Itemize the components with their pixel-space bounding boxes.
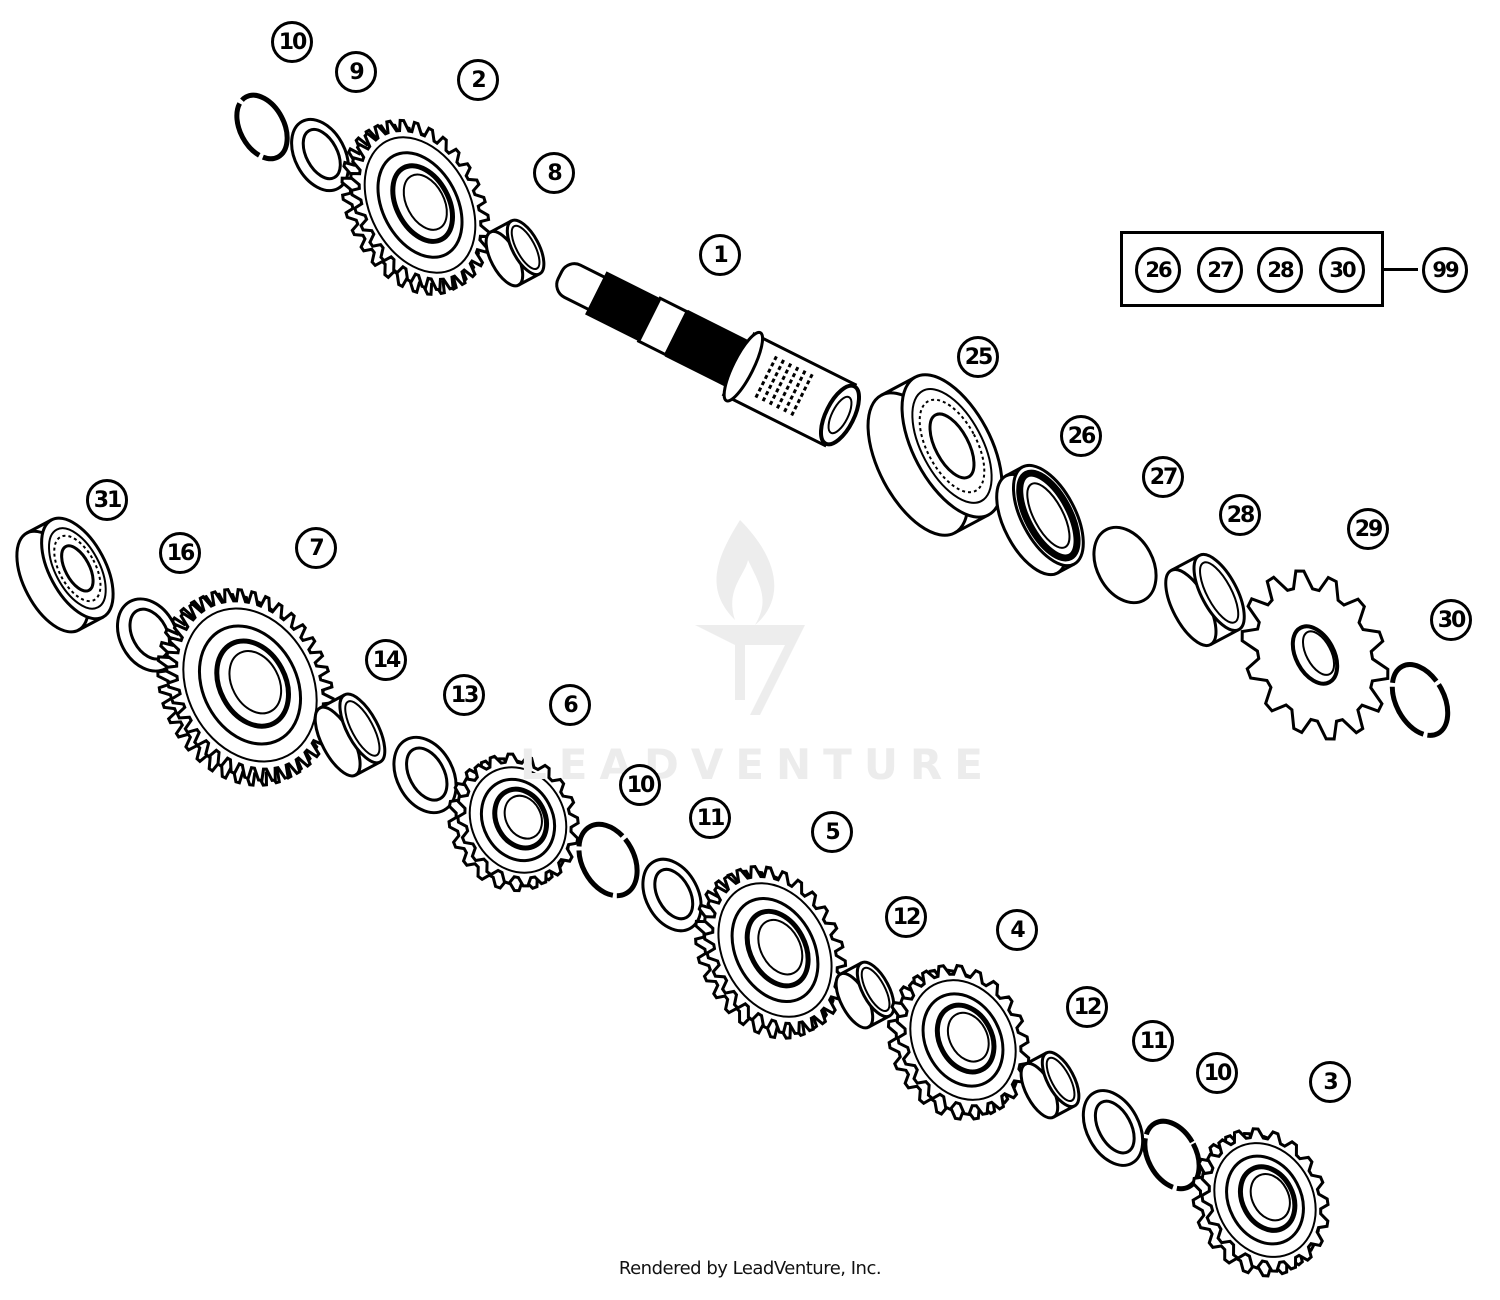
callout-5[interactable]: 5 <box>811 811 853 853</box>
part-gear-5[interactable] <box>668 842 874 1063</box>
kit-group-box <box>1120 231 1384 307</box>
callout-26[interactable]: 26 <box>1135 247 1181 293</box>
callout-14[interactable]: 14 <box>365 639 407 681</box>
callout-12[interactable]: 12 <box>1066 986 1108 1028</box>
part-circlip-10[interactable] <box>1134 1112 1210 1198</box>
part-o-ring-27[interactable] <box>1081 517 1168 614</box>
kit-leader-line <box>1384 268 1418 271</box>
part-washer-11[interactable] <box>631 849 713 941</box>
part-circlip-10[interactable] <box>567 814 649 906</box>
callout-30[interactable]: 30 <box>1430 599 1472 641</box>
callout-31[interactable]: 31 <box>86 479 128 521</box>
callout-9[interactable]: 9 <box>335 51 377 93</box>
footer-credit: Rendered by LeadVenture, Inc. <box>618 1258 882 1279</box>
callout-13[interactable]: 13 <box>443 674 485 716</box>
part-bushing-12[interactable] <box>829 957 902 1034</box>
part-sprocket-29[interactable] <box>1214 546 1416 765</box>
callout-30[interactable]: 30 <box>1319 247 1365 293</box>
callout-25[interactable]: 25 <box>957 336 999 378</box>
callout-29[interactable]: 29 <box>1347 508 1389 550</box>
part-washer-13[interactable] <box>381 727 468 824</box>
callout-28[interactable]: 28 <box>1257 247 1303 293</box>
watermark-logo-icon <box>695 520 805 715</box>
callout-1[interactable]: 1 <box>699 234 741 276</box>
part-gear-6[interactable] <box>426 733 601 912</box>
part-bushing-28[interactable] <box>1156 547 1255 653</box>
callout-99[interactable]: 99 <box>1422 247 1468 293</box>
part-bearing-31[interactable] <box>2 507 128 644</box>
callout-27[interactable]: 27 <box>1142 456 1184 498</box>
callout-4[interactable]: 4 <box>996 909 1038 951</box>
part-gear-7[interactable] <box>125 560 365 814</box>
callout-2[interactable]: 2 <box>457 59 499 101</box>
callout-16[interactable]: 16 <box>159 532 201 574</box>
callout-27[interactable]: 27 <box>1197 247 1243 293</box>
part-washer-9[interactable] <box>280 110 360 201</box>
watermark-text: LEADVENTURE <box>520 740 995 789</box>
callout-28[interactable]: 28 <box>1219 494 1261 536</box>
callout-3[interactable]: 3 <box>1309 1061 1351 1103</box>
part-main-shaft[interactable] <box>543 241 870 455</box>
callout-26[interactable]: 26 <box>1060 415 1102 457</box>
part-circlip-10[interactable] <box>227 87 298 168</box>
part-gear-3[interactable] <box>1169 1107 1353 1298</box>
part-bushing-12[interactable] <box>1014 1047 1087 1124</box>
part-circlip-30[interactable] <box>1381 655 1459 745</box>
callout-12[interactable]: 12 <box>885 896 927 938</box>
callout-6[interactable]: 6 <box>549 684 591 726</box>
part-bearing-25[interactable] <box>847 359 1022 551</box>
callout-10[interactable]: 10 <box>619 764 661 806</box>
part-bushing-14[interactable] <box>306 688 394 783</box>
callout-8[interactable]: 8 <box>533 152 575 194</box>
part-washer-11[interactable] <box>1071 1080 1154 1175</box>
callout-11[interactable]: 11 <box>1132 1020 1174 1062</box>
callout-10[interactable]: 10 <box>1196 1052 1238 1094</box>
part-gear-2[interactable] <box>314 96 517 318</box>
callout-10[interactable]: 10 <box>271 21 313 63</box>
callout-11[interactable]: 11 <box>689 797 731 839</box>
part-seal-26[interactable] <box>982 454 1097 585</box>
part-bushing-8[interactable] <box>479 215 552 292</box>
callout-7[interactable]: 7 <box>295 527 337 569</box>
part-gear-4[interactable] <box>863 942 1054 1142</box>
